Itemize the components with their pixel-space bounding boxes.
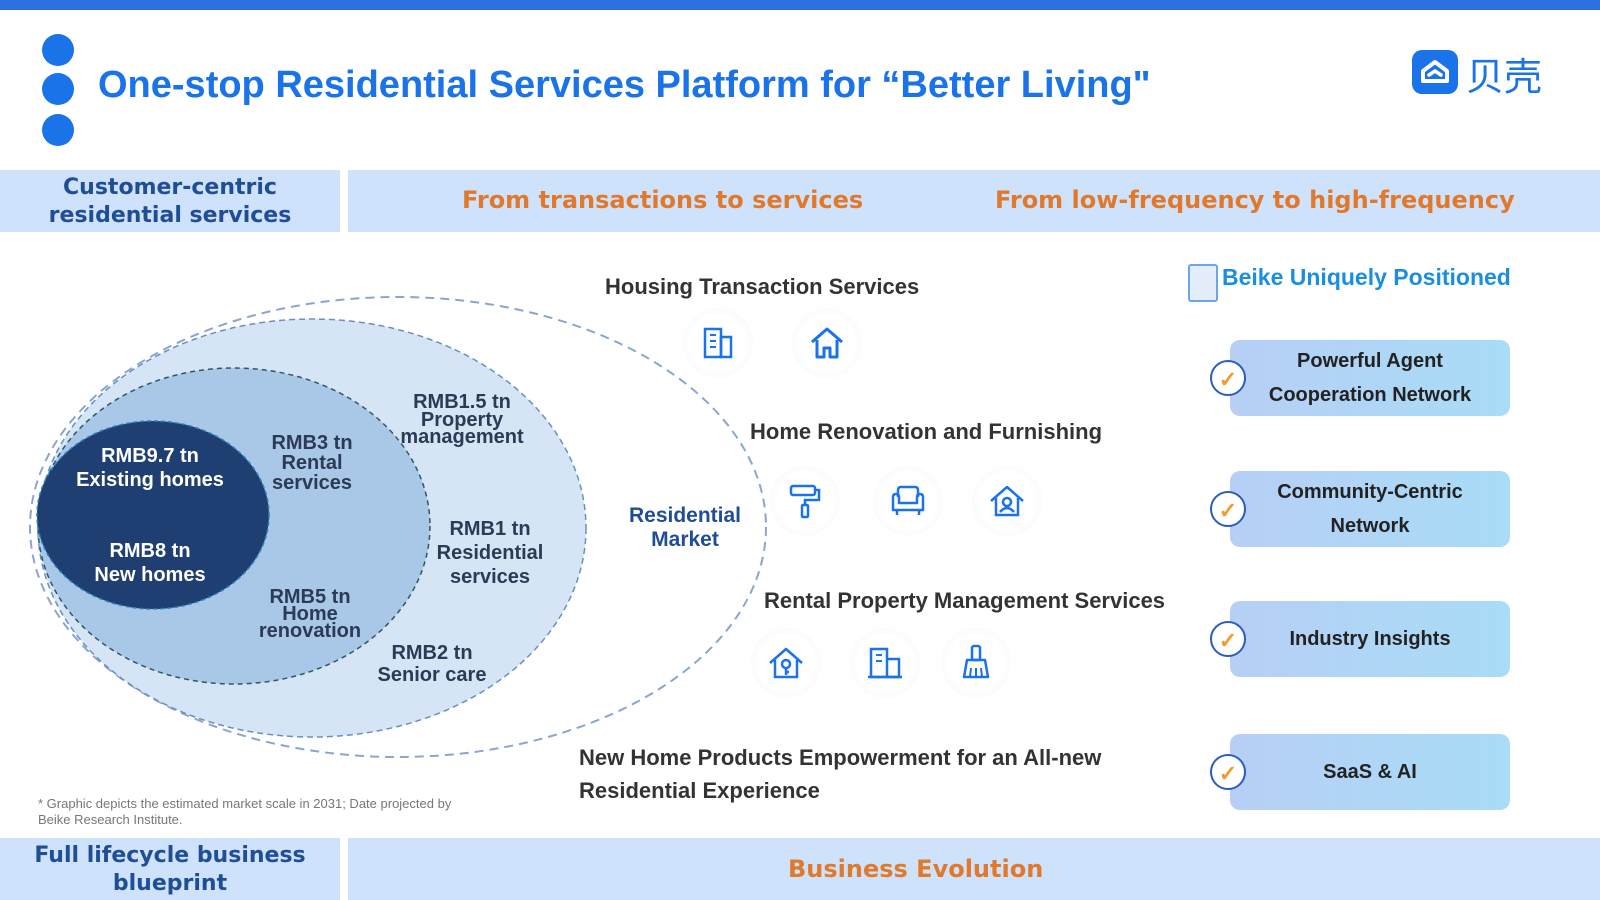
property-management-value: RMB1.5 tn (413, 391, 511, 413)
home-renovation-label: renovation (258, 620, 362, 642)
customer-centric-label: Customer-centric residential services (48, 175, 292, 228)
bullet-dot (42, 114, 74, 146)
residential-market-label: Residential (628, 504, 742, 527)
bottom-band-left (0, 838, 340, 900)
home-renovation-label: Home (282, 603, 338, 625)
top-band-left (0, 170, 340, 232)
home-person-icon (972, 466, 1042, 536)
residential-market-label: Market (651, 528, 719, 551)
residential-services-value: RMB1 tn (449, 518, 531, 540)
rental-services-label: services (271, 472, 353, 494)
check-icon: ✓ (1210, 754, 1246, 790)
page-title: One-stop Residential Services Platform f… (98, 64, 1151, 106)
property-management-label: Property (420, 409, 504, 431)
bullet-dot (42, 34, 74, 66)
new-homes-label: New homes (94, 564, 206, 586)
card-line: Cooperation Network (1268, 384, 1472, 406)
document-icon (1188, 264, 1218, 302)
paint-roller-icon (770, 466, 840, 536)
home-renovation-value: RMB5 tn (269, 586, 351, 608)
bottom-band-right (348, 838, 1600, 900)
residential-services-label: services (449, 566, 531, 588)
card-line: Industry Insights (1289, 628, 1451, 650)
existing-homes-label: Existing homes (76, 469, 224, 491)
home-renovation-title: Home Renovation and Furnishing (750, 419, 1103, 444)
brand-logo-text: 贝壳 (1466, 55, 1543, 99)
card-line: Network (1330, 515, 1410, 537)
rental-services-value: RMB3 tn (271, 432, 353, 454)
card-line: SaaS & AI (1323, 761, 1417, 783)
top-band-right (348, 170, 1600, 232)
check-icon: ✓ (1210, 360, 1246, 396)
beike-logo-icon (1412, 50, 1458, 94)
positioning-card: SaaS & AI (1230, 734, 1510, 810)
positioning-card: Industry Insights (1230, 601, 1510, 677)
card-line: Community-Centric (1277, 481, 1463, 503)
house-icon (792, 308, 862, 378)
building-icon (683, 308, 753, 378)
senior-care-label: Senior care (377, 664, 487, 686)
apartment-building-icon (850, 628, 920, 698)
footnote: * Graphic depicts the estimated market s… (38, 796, 452, 827)
senior-care-value: RMB2 tn (391, 642, 473, 664)
check-icon: ✓ (1210, 621, 1246, 657)
housing-transaction-title: Housing Transaction Services (605, 274, 920, 299)
property-management-label: management (400, 426, 524, 448)
low-to-high-frequency-label: From low-frequency to high-frequency (995, 186, 1515, 214)
rental-property-title: Rental Property Management Services (764, 588, 1166, 613)
new-home-products-title: Residential Experience (579, 778, 820, 803)
card-line: Powerful Agent (1297, 350, 1443, 372)
armchair-icon (873, 466, 943, 536)
check-icon: ✓ (1210, 491, 1246, 527)
new-home-products-title: New Home Products Empowerment for an All… (579, 745, 1102, 770)
rental-services-label: Rental (281, 452, 343, 474)
lifecycle-blueprint-label: Full lifecycle business blueprint (34, 843, 306, 896)
residential-services-label: Residential (436, 542, 544, 564)
top-accent-bar (0, 0, 1600, 10)
new-homes-value: RMB8 tn (109, 540, 191, 562)
business-evolution-label: Business Evolution (788, 855, 1044, 883)
existing-homes-value: RMB9.7 tn (101, 445, 199, 467)
bullet-dot (42, 73, 74, 105)
house-key-icon (751, 628, 821, 698)
transactions-to-services-label: From transactions to services (462, 186, 864, 214)
beike-positioned-heading: Beike Uniquely Positioned (1222, 264, 1511, 290)
broom-icon (941, 628, 1011, 698)
